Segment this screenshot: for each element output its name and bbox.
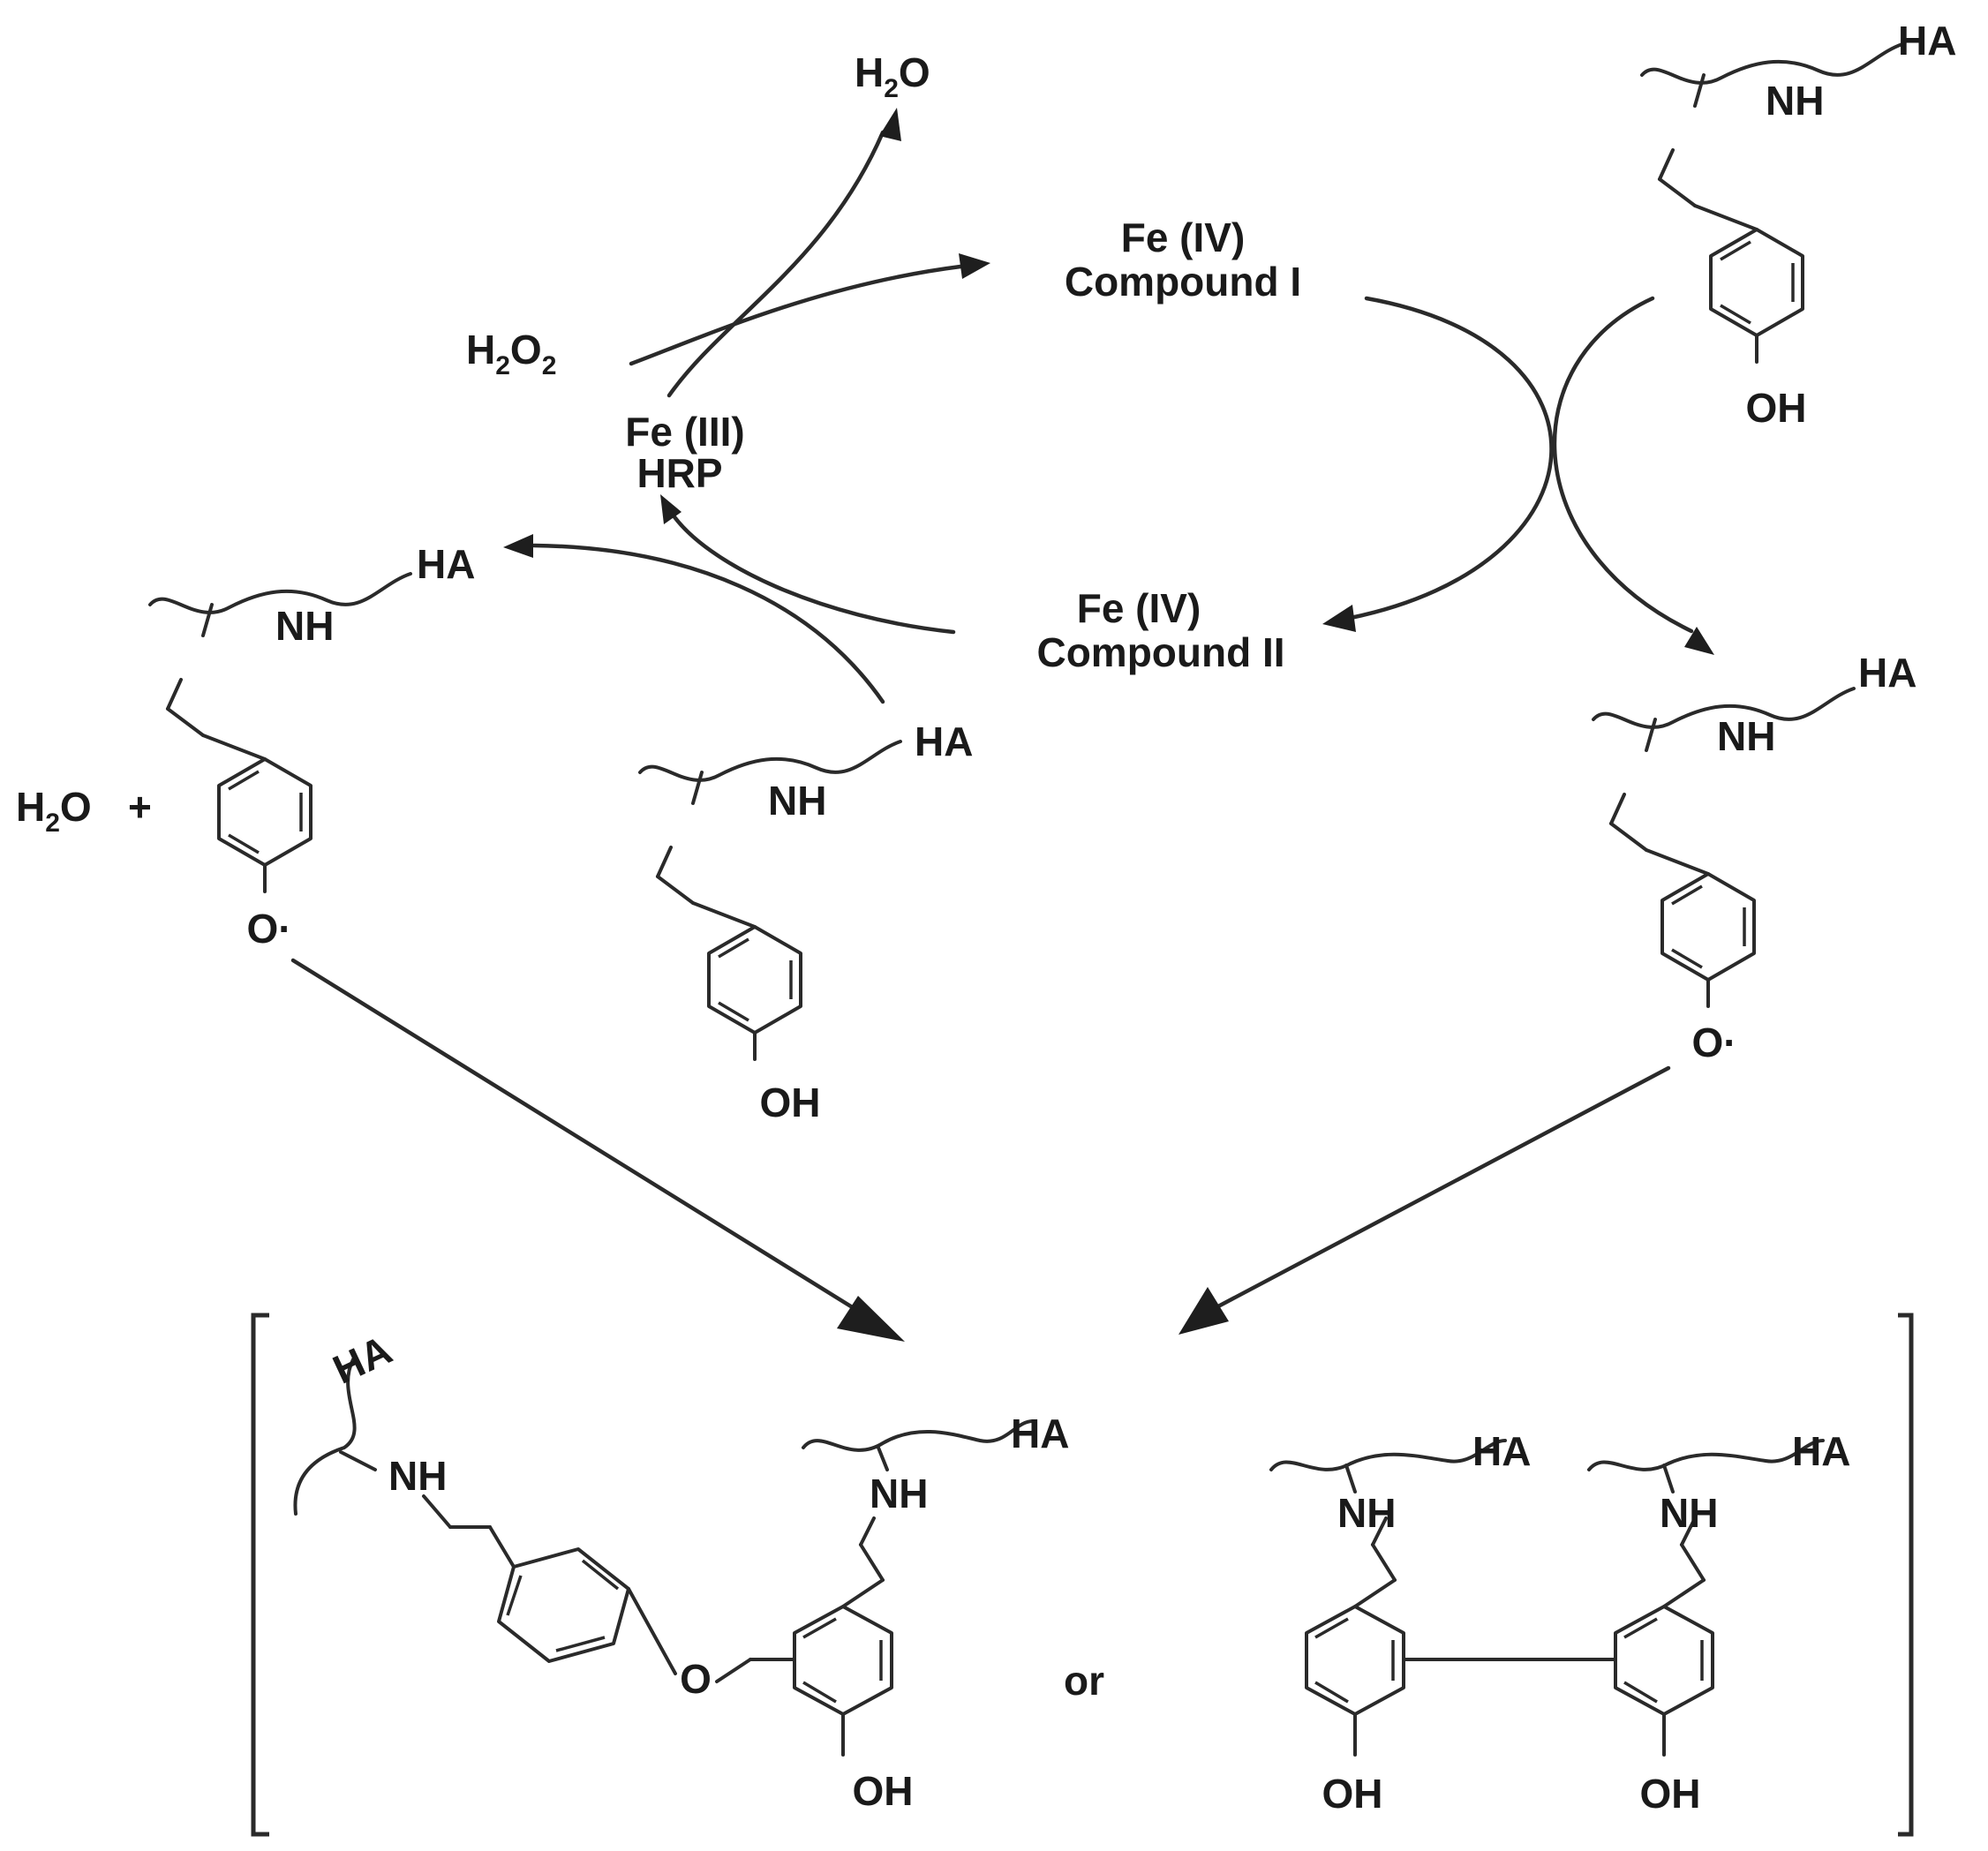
water-label-top: H2O — [855, 49, 930, 103]
product-ether-linked — [293, 1358, 1035, 1757]
ha-label: HA — [1898, 18, 1956, 64]
arrowhead-water — [879, 108, 901, 141]
oh-label: OH — [1640, 1771, 1701, 1817]
nh-label: NH — [275, 603, 334, 649]
ether-oxygen-label: O — [680, 1656, 712, 1702]
oh-label: OH — [1322, 1771, 1383, 1817]
ha-label: HA — [915, 719, 973, 764]
oh-label: OH — [760, 1080, 821, 1125]
arrowhead-product-right — [1178, 1287, 1229, 1335]
arrow-fe3-to-water — [666, 130, 885, 398]
bracket-right — [1898, 1313, 1914, 1837]
oh-label: OH — [1746, 385, 1807, 431]
arrow-substrate-to-radical-left — [531, 543, 885, 704]
compound-ii-label-line1: Fe (IV) — [1077, 585, 1201, 631]
ha-label: HA — [1011, 1411, 1069, 1456]
plus-sign: + — [128, 784, 152, 830]
nh-label: NH — [1337, 1490, 1396, 1536]
arrow-compound-ii-to-fe3 — [668, 509, 956, 635]
nh-label: NH — [768, 778, 826, 824]
arrow-left-radical-to-product — [290, 958, 868, 1318]
nh-label: NH — [388, 1453, 447, 1499]
nh-label: NH — [1766, 78, 1824, 124]
ha-label: HA — [1472, 1428, 1531, 1474]
ha-label: HA — [1858, 650, 1916, 696]
water-label-left: H2O — [16, 784, 92, 838]
arrowhead-radical-right — [1684, 627, 1714, 655]
arrowhead-product-left — [837, 1296, 905, 1342]
o-radical-label: O· — [246, 906, 291, 952]
oh-label: OH — [853, 1768, 914, 1814]
fe3-hrp-label-line1: Fe (III) — [625, 409, 744, 455]
arrowhead-radical-left — [503, 534, 533, 558]
ha-label: HA — [1792, 1428, 1850, 1474]
bracket-left — [251, 1313, 269, 1837]
nh-label: NH — [1660, 1490, 1718, 1536]
hydrogen-peroxide-label: H2O2 — [466, 327, 556, 380]
arrow-compound-i-to-compound-ii — [1348, 296, 1554, 621]
arrowhead-fe3-hrp — [660, 494, 681, 524]
arrowhead-compound-ii — [1322, 605, 1356, 632]
nh-label: NH — [1717, 713, 1775, 759]
ha-label: HA — [326, 1326, 398, 1392]
arrow-h2o2-to-compound-i — [629, 264, 963, 366]
fe3-hrp-label-line2: HRP — [636, 450, 722, 496]
compound-i-label-line2: Compound I — [1065, 259, 1301, 305]
nh-label: NH — [870, 1471, 928, 1516]
o-radical-label: O· — [1691, 1020, 1736, 1065]
product-biphenyl-linked — [1269, 1439, 1825, 1757]
compound-ii-label-line2: Compound II — [1036, 629, 1284, 675]
arrow-substrate-to-radical-right — [1552, 296, 1694, 634]
arrow-right-radical-to-product — [1216, 1065, 1671, 1309]
compound-i-label-line1: Fe (IV) — [1121, 214, 1246, 260]
ha-label: HA — [417, 541, 475, 587]
arrowhead-compound-i — [959, 253, 990, 279]
or-label: or — [1064, 1658, 1104, 1704]
